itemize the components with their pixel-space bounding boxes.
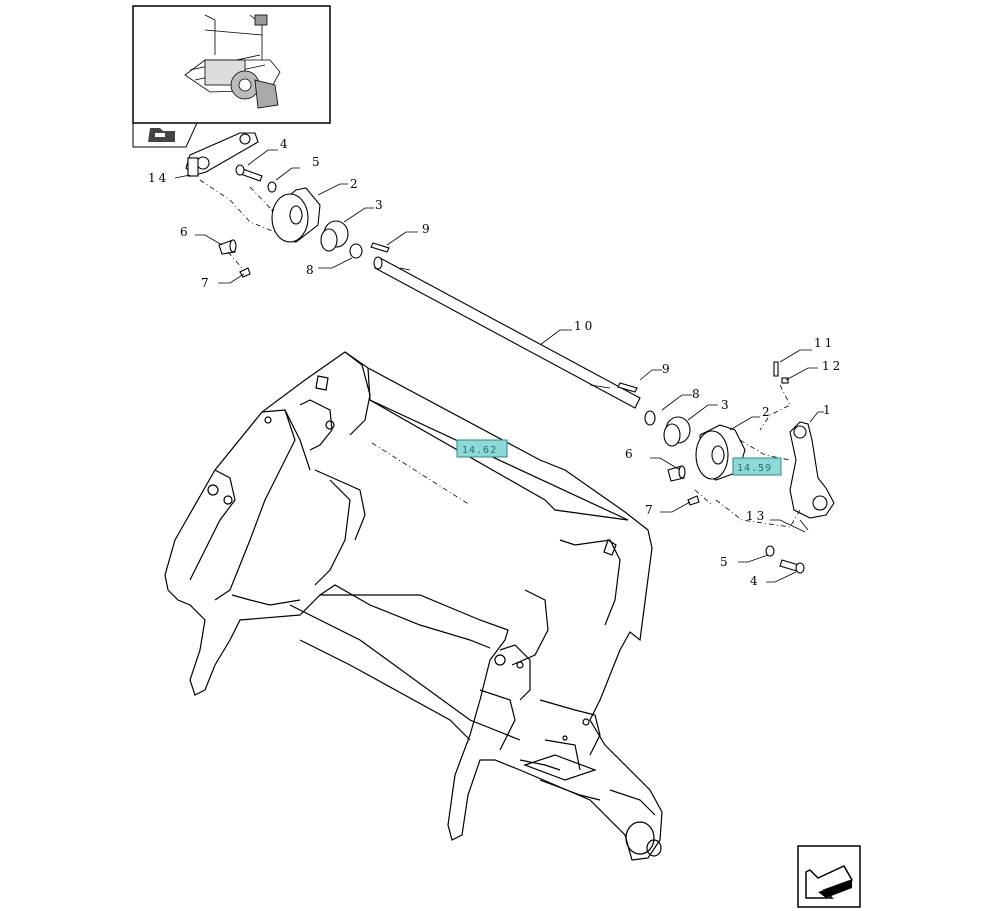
chassis-frame: [164, 351, 663, 861]
washer-part[interactable]: [267, 181, 277, 193]
callout-6: 6: [180, 225, 191, 239]
key-part[interactable]: [370, 242, 390, 253]
callout-4-right: 4: [750, 574, 761, 588]
callout-8: 8: [306, 263, 317, 277]
frame-centerline: [371, 442, 471, 506]
callout-1: 1: [823, 403, 834, 417]
key-part-right[interactable]: [617, 382, 638, 393]
bolt-part-right[interactable]: [779, 559, 805, 574]
bearing-part[interactable]: [320, 220, 349, 252]
bearing-part-right[interactable]: [663, 416, 691, 447]
snap-ring-right[interactable]: [644, 410, 656, 426]
small-screw[interactable]: [773, 361, 779, 377]
reference-tag-14-59[interactable]: 14.59: [732, 457, 782, 476]
callout-5: 5: [312, 155, 323, 169]
callout-5-right: 5: [720, 555, 731, 569]
small-nut[interactable]: [781, 377, 789, 384]
hub-flange[interactable]: [271, 187, 321, 243]
leader-lines: [174, 149, 824, 583]
callout-labels: 14 4 5 2 3 6 9 8 7 10 11 12 9 8 3 2 1 6 …: [148, 137, 843, 588]
callout-8-right: 8: [692, 387, 703, 401]
callout-6-right: 6: [625, 447, 636, 461]
callout-4: 4: [280, 137, 291, 151]
callout-9: 9: [422, 222, 433, 236]
snap-ring[interactable]: [349, 243, 363, 259]
svg-text:14.59: 14.59: [737, 463, 772, 474]
previous-page-arrow-icon[interactable]: [797, 845, 861, 908]
callout-2-right: 2: [762, 405, 773, 419]
reference-tag-14-62[interactable]: 14.62: [456, 439, 508, 458]
callout-13: 13: [746, 509, 767, 523]
callout-7: 7: [201, 276, 212, 290]
svg-text:14.62: 14.62: [462, 445, 497, 456]
thumbnail-link-icon[interactable]: [148, 128, 175, 142]
callout-11: 11: [814, 336, 835, 350]
assembly-thumbnail[interactable]: [132, 5, 331, 148]
callout-9-right: 9: [662, 362, 673, 376]
lever-arm[interactable]: [185, 132, 259, 177]
crank-arm[interactable]: [789, 421, 835, 519]
callout-10: 10: [574, 319, 595, 333]
callout-12: 12: [822, 359, 843, 373]
callout-3: 3: [375, 198, 386, 212]
bolt-part[interactable]: [235, 164, 263, 182]
callout-3-right: 3: [721, 398, 732, 412]
pin-part[interactable]: [218, 239, 237, 255]
callout-14: 14: [148, 171, 169, 185]
grease-fitting-right[interactable]: [687, 495, 700, 506]
washer-part-right[interactable]: [765, 545, 775, 557]
callout-2: 2: [350, 177, 361, 191]
callout-7-right: 7: [645, 503, 656, 517]
shaft[interactable]: [373, 256, 641, 409]
